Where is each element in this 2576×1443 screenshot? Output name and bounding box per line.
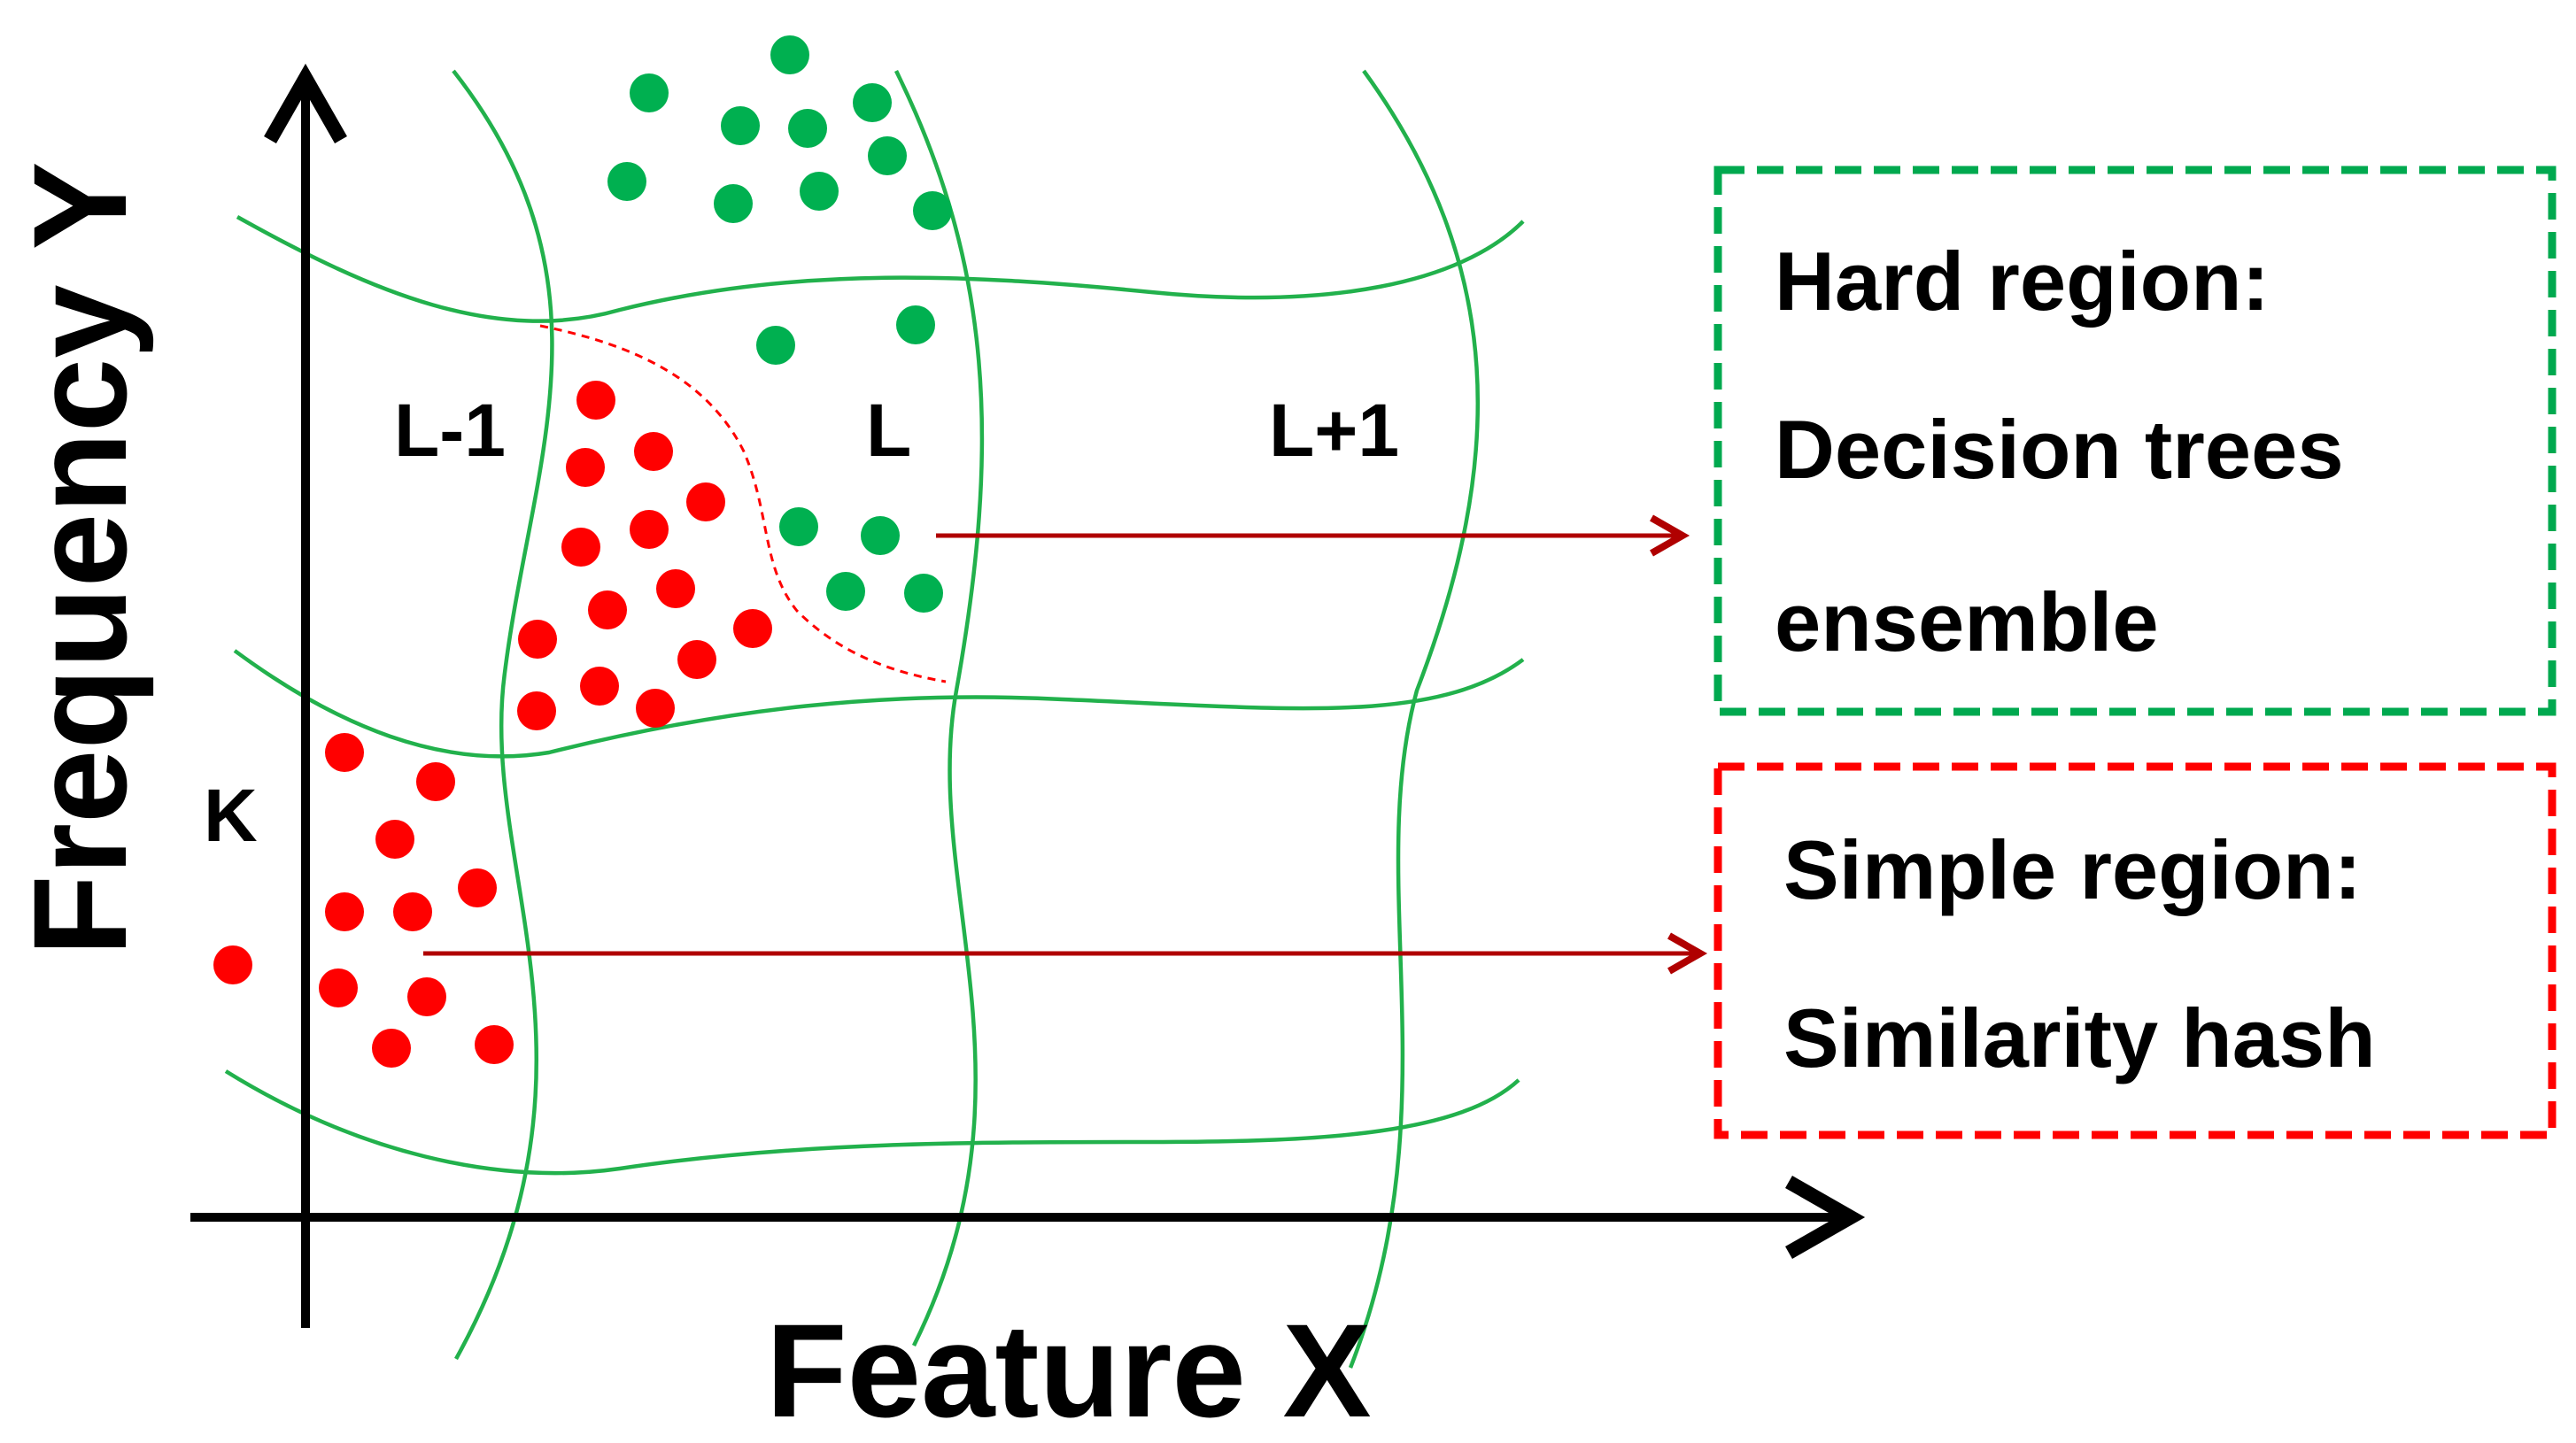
simple-point [319, 968, 358, 1007]
simple-point [677, 640, 716, 679]
hard-point [800, 172, 839, 211]
simple-point [325, 733, 364, 772]
hard-region-box: Hard region: Decision trees ensemble [1713, 166, 2557, 716]
simple-region-box-border [1713, 762, 2557, 1139]
simple-point [518, 620, 557, 659]
hard-region-title: Hard region: [1775, 235, 2270, 328]
simple-point [630, 510, 669, 549]
simple-point [636, 689, 675, 728]
simple-point [325, 892, 364, 931]
simple-region-box: Simple region: Similarity hash [1713, 762, 2557, 1139]
hard-region-method-line1: Decision trees [1775, 403, 2344, 496]
hard-point [607, 162, 646, 201]
simple-point [213, 945, 252, 984]
simple-region-points [213, 733, 514, 1068]
hard-point [770, 35, 809, 74]
hard-point [714, 184, 753, 223]
hard-region-method-line2: ensemble [1775, 575, 2159, 668]
hard-point [904, 574, 943, 613]
region-label-right: L+1 [1269, 389, 1399, 472]
grid-line-horizontal-1 [236, 215, 1525, 323]
hard-region-boundary [539, 324, 947, 683]
hard-point [896, 305, 935, 344]
simple-point [375, 820, 414, 859]
x-axis-label: Feature X [766, 1296, 1372, 1443]
simple-point [733, 609, 772, 648]
simple-point [656, 569, 695, 608]
simple-point [475, 1025, 514, 1064]
y-axis-label: Frequency Y [5, 161, 154, 956]
hard-point [913, 191, 952, 230]
hard-point [756, 326, 795, 365]
region-label-left: L-1 [394, 389, 506, 472]
simple-point [566, 448, 605, 487]
hard-region-points [607, 35, 952, 613]
simple-point [407, 977, 446, 1016]
hard-point [779, 507, 818, 546]
region-grid [224, 69, 1525, 1369]
hard-region-box-border [1713, 166, 2557, 716]
hard-point [721, 106, 760, 145]
hard-point [861, 516, 900, 555]
simple-point [372, 1029, 411, 1068]
simple-point [580, 667, 619, 706]
hard-point [853, 83, 892, 122]
hard-point [868, 136, 907, 175]
grid-line-horizontal-3 [224, 1069, 1520, 1176]
simple-point [634, 432, 673, 471]
simple-point [576, 381, 615, 420]
grid-line-vertical-2 [893, 70, 985, 1347]
grid-line-vertical-1 [452, 69, 554, 1361]
grid-line-horizontal-2 [233, 649, 1525, 759]
hard-point [630, 73, 669, 112]
simple-points-hard-region [517, 381, 772, 730]
simple-point [686, 482, 725, 521]
simple-point [561, 528, 600, 567]
region-label-lower-left: K [204, 774, 258, 857]
simple-point [588, 590, 627, 629]
simple-point [517, 691, 556, 730]
hard-point [788, 109, 827, 148]
simple-point [458, 868, 497, 907]
simple-region-title: Simple region: [1783, 823, 2362, 916]
simple-point [416, 762, 455, 801]
region-label-center: L [866, 389, 911, 472]
simple-point [393, 892, 432, 931]
hard-point [826, 572, 865, 611]
simple-region-method: Similarity hash [1783, 992, 2376, 1084]
